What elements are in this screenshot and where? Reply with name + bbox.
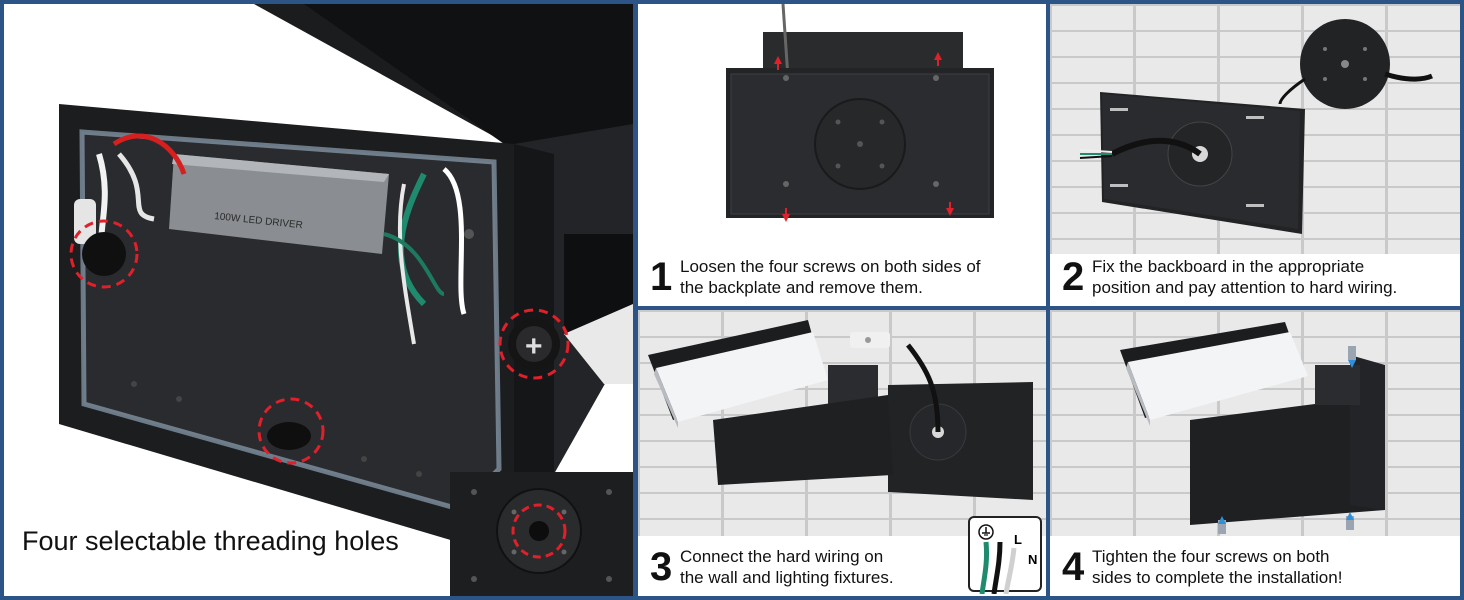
step-1-text-line2: the backplate and remove them.	[680, 278, 923, 297]
backboard-mount-illustration	[1079, 19, 1433, 234]
step-3-text-line2: the wall and lighting fixtures.	[680, 568, 894, 587]
ground-symbol-icon	[978, 524, 1017, 594]
panel-step-3: L N 3 Connect the hard wiring on the wal…	[638, 310, 1046, 596]
backplate-removal-illustration	[726, 4, 994, 222]
panel-step-1: 1 Loosen the four screws on both sides o…	[638, 4, 1046, 306]
step-1-caption: 1 Loosen the four screws on both sides o…	[638, 256, 1046, 298]
step-4-caption: 4 Tighten the four screws on both sides …	[1050, 546, 1460, 588]
fixture-interior-illustration: 100W LED DRIVER +	[59, 4, 633, 596]
step-3-caption: 3 Connect the hard wiring on the wall an…	[638, 546, 966, 588]
tighten-screw-indicators	[1218, 346, 1356, 534]
step-2-text-line1: Fix the backboard in the appropriate	[1092, 257, 1365, 276]
panel-threading-holes: 100W LED DRIVER +	[4, 4, 633, 596]
live-wire-label: L	[1014, 532, 1022, 547]
led-driver: 100W LED DRIVER	[169, 154, 389, 254]
step-4-number: 4	[1062, 545, 1085, 589]
step-4-text-line2: sides to complete the installation!	[1092, 568, 1343, 587]
wiring-connection-illustration	[648, 320, 1033, 500]
step-3-number: 3	[650, 545, 673, 589]
step-4-text-line1: Tighten the four screws on both	[1092, 547, 1330, 566]
threading-hole-right: +	[498, 308, 570, 380]
threading-hole-bottom	[257, 397, 325, 465]
neutral-wire-label: N	[1028, 552, 1038, 567]
threading-hole-left	[69, 219, 139, 289]
wiring-legend: L N	[968, 516, 1042, 594]
panel-step-2: 2 Fix the backboard in the appropriate p…	[1050, 4, 1460, 306]
step-2-caption: 2 Fix the backboard in the appropriate p…	[1050, 256, 1460, 298]
panel-step-4: 4 Tighten the four screws on both sides …	[1050, 310, 1460, 596]
threading-holes-caption: Four selectable threading holes	[22, 526, 399, 556]
final-installation-illustration	[1120, 322, 1385, 534]
step-3-text-line1: Connect the hard wiring on	[680, 547, 884, 566]
step-1-number: 1	[650, 255, 673, 299]
mounting-screws	[1110, 108, 1264, 207]
step-1-text-line1: Loosen the four screws on both sides of	[680, 257, 981, 276]
step-2-text-line2: position and pay attention to hard wirin…	[1092, 278, 1398, 297]
screw-direction-arrows	[774, 52, 954, 222]
step-2-number: 2	[1062, 255, 1085, 299]
inset-backplate-hole	[450, 472, 633, 596]
svg-text:+: +	[525, 330, 543, 363]
